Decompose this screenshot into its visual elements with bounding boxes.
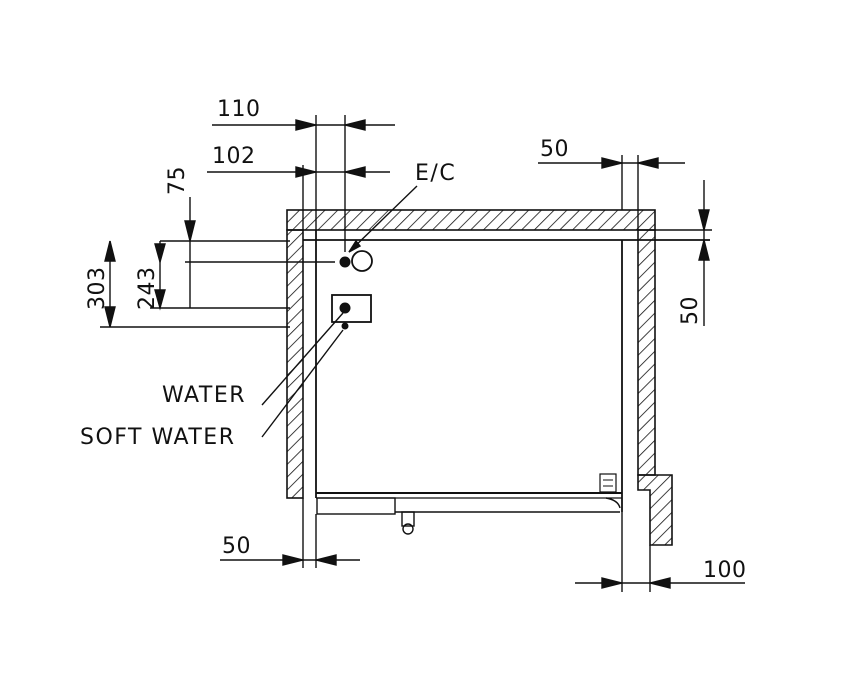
dim-75: 75 [165,166,190,195]
hinge-block [599,473,617,493]
appliance-unit [303,230,710,535]
dim-303: 303 [85,267,110,311]
walls [286,209,673,546]
dim-50-top: 50 [540,137,569,162]
dim-243: 243 [135,267,160,311]
dim-102: 102 [212,144,256,169]
label-ec: E/C [415,161,456,186]
top-wall [286,209,656,231]
water-connection-dot [339,302,351,314]
soft-water-connection-dot [341,322,349,330]
dim-50-right: 50 [678,296,703,325]
leader-lines [261,185,418,438]
drain-fitting [401,511,415,527]
right-wall-step [637,474,673,546]
label-soft-water: SOFT WATER [80,425,236,450]
ec-connection-ring [351,250,373,272]
ec-connection-dot [339,256,351,268]
connections [331,250,373,330]
left-wall [286,229,304,499]
label-water: WATER [162,383,246,408]
right-wall [637,229,656,476]
dim-50-bottom: 50 [222,534,251,559]
dim-110: 110 [217,97,261,122]
base-panel [316,497,396,515]
dim-100: 100 [703,558,747,583]
drain-outlet [402,523,414,535]
dimension-lines [100,115,745,592]
water-connection-box [331,294,372,323]
